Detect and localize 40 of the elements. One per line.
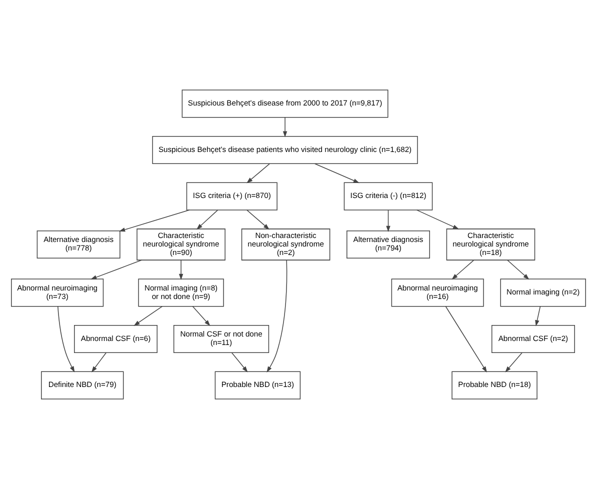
arrow — [416, 209, 460, 229]
arrow — [231, 352, 248, 372]
node-box: Alternative diagnosis (n=794) — [346, 230, 430, 258]
node-box: Normal CSF or not done (n=11) — [173, 324, 270, 353]
node-box: Suspicious Behçet's disease from 2000 to 2017 (n=9,817) — [182, 89, 388, 118]
arrow — [314, 162, 360, 183]
arrow — [452, 259, 474, 280]
arrow — [90, 259, 142, 279]
node-box: Non-characteristic neurological syndrome (n=2) — [241, 228, 330, 260]
node-box: Probable NBD (n=13) — [214, 370, 301, 399]
arrow — [178, 259, 184, 280]
node-box: Definite NBD (n=79) — [41, 370, 124, 399]
arrow — [282, 116, 288, 137]
node-box: ISG criteria (+) (n=870) — [186, 182, 278, 210]
arrow — [196, 209, 218, 230]
arrow — [57, 306, 75, 372]
node-box: Abnormal CSF (n=2) — [491, 324, 575, 353]
node-box: Abnormal CSF (n=6) — [74, 324, 158, 353]
arrow — [91, 352, 106, 372]
arrow — [505, 352, 522, 372]
arrow — [134, 306, 163, 326]
arrow — [246, 209, 270, 230]
arrow — [192, 306, 210, 326]
arrow — [386, 209, 390, 232]
node-box: Alternative diagnosis (n=778) — [36, 230, 120, 258]
arrow — [535, 306, 541, 326]
arrow — [246, 162, 270, 183]
arrow — [445, 306, 487, 372]
node-box: Abnormal neuroimaging (n=16) — [391, 278, 484, 306]
node-box: Characteristic neurological syndrome (n=18) — [446, 228, 536, 260]
node-box: Normal imaging (n=8) or not done (n=9) — [138, 278, 224, 306]
node-box: Normal imaging (n=2) — [500, 278, 586, 306]
node-box: Abnormal neuroimaging (n=73) — [11, 278, 104, 306]
node-box: Probable NBD (n=18) — [452, 370, 538, 399]
node-box: Suspicious Behçet's disease patients who visited neurology clinic (n=1,682) — [152, 135, 418, 164]
arrow — [266, 259, 288, 372]
node-box: ISG criteria (-) (n=812) — [344, 182, 433, 210]
arrow — [507, 259, 530, 280]
node-box: Characteristic neurological syndrome (n=90) — [136, 228, 226, 260]
arrow — [119, 209, 190, 232]
